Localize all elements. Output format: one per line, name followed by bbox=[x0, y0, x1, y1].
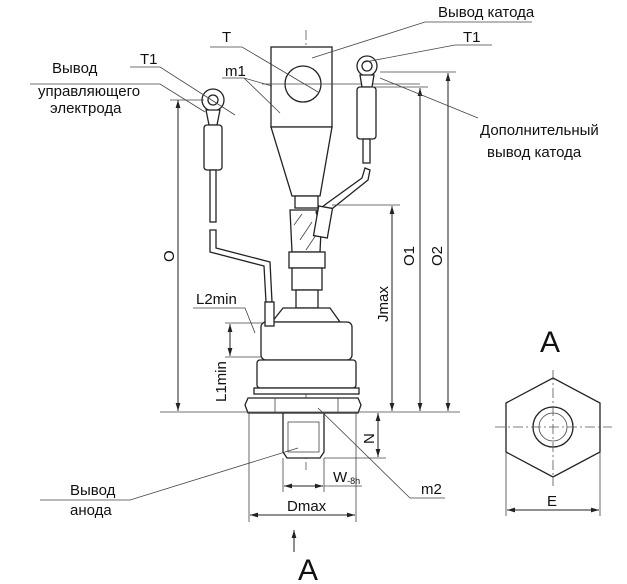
label-gate-line2: управляющего bbox=[38, 83, 140, 100]
label-Jmax: Jmax bbox=[375, 286, 392, 322]
label-view-A: A bbox=[540, 326, 560, 359]
label-T1-left: T1 bbox=[140, 51, 158, 68]
label-view-A-arrow: A bbox=[298, 554, 318, 584]
label-anode-line1: Вывод bbox=[70, 482, 116, 499]
label-gate-line3: электрода bbox=[50, 100, 122, 117]
label-Dmax: Dmax bbox=[287, 498, 327, 515]
label-cathode-terminal: Вывод катода bbox=[438, 4, 535, 21]
label-N: N bbox=[361, 433, 378, 444]
leader-lines bbox=[30, 21, 532, 501]
label-L1min: L1min bbox=[213, 361, 230, 402]
label-E: E bbox=[547, 493, 557, 510]
label-L2min: L2min bbox=[196, 291, 237, 308]
label-O2: O2 bbox=[429, 246, 446, 266]
label-m1: m1 bbox=[225, 63, 246, 80]
label-T1-right: T1 bbox=[463, 29, 481, 46]
label-m2: m2 bbox=[421, 481, 442, 498]
label-aux-cathode-line2: вывод катода bbox=[487, 144, 582, 161]
label-O1: O1 bbox=[401, 246, 418, 266]
label-gate-line1: Вывод bbox=[52, 60, 98, 77]
label-T: T bbox=[222, 29, 231, 46]
dimensions bbox=[160, 71, 460, 552]
label-W: W-8h bbox=[333, 469, 360, 486]
cathode-terminal-block bbox=[262, 46, 420, 209]
aux-cathode-lead bbox=[312, 55, 378, 239]
gate-lead bbox=[201, 88, 275, 327]
view-A-hex bbox=[495, 370, 612, 516]
device-body bbox=[244, 209, 362, 459]
label-O: O bbox=[161, 250, 178, 262]
label-aux-cathode-line1: Дополнительный bbox=[480, 122, 599, 139]
label-anode-line2: анода bbox=[70, 502, 112, 519]
